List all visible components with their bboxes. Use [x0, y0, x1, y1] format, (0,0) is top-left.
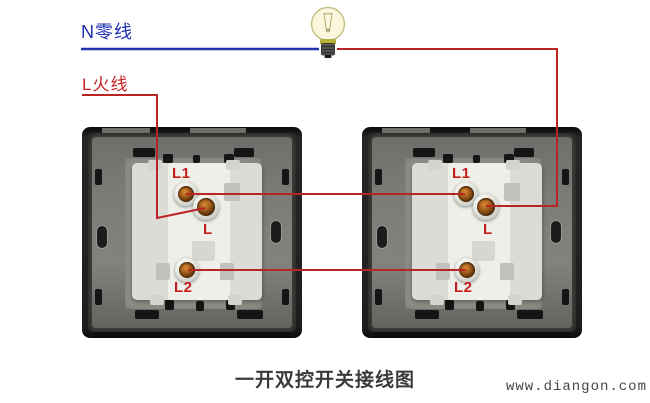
mounting-screw-slot [96, 225, 108, 249]
terminal-l2 [175, 258, 199, 282]
terminal-l-label: L [483, 221, 493, 238]
terminal-l2-label: L2 [454, 279, 473, 296]
terminal-l2-label: L2 [174, 279, 193, 296]
bulb-base [320, 39, 336, 58]
mounting-screw-slot [550, 220, 562, 244]
bulb-glass [310, 6, 346, 42]
terminal-l [193, 194, 219, 220]
terminal-l1-label: L1 [452, 165, 471, 182]
bulb-filament [310, 6, 346, 42]
terminal-l [473, 194, 499, 220]
switch-mechanism-module [132, 160, 262, 305]
mounting-screw-slot [270, 220, 282, 244]
live-wire-label: L火线 [82, 75, 129, 94]
terminal-l1-label: L1 [172, 165, 191, 182]
switch-mechanism-module [412, 160, 542, 305]
site-watermark: www.diangon.com [505, 379, 647, 395]
neutral-wire-label: N零线 [81, 22, 133, 42]
switch-panel-right: L1 L L2 [362, 127, 582, 338]
terminal-l-label: L [203, 221, 213, 238]
mounting-screw-slot [376, 225, 388, 249]
light-bulb-icon [310, 6, 346, 58]
switch-panel-left: L1 L L2 [82, 127, 302, 338]
diagram-caption: 一开双控开关接线图 [234, 370, 415, 391]
